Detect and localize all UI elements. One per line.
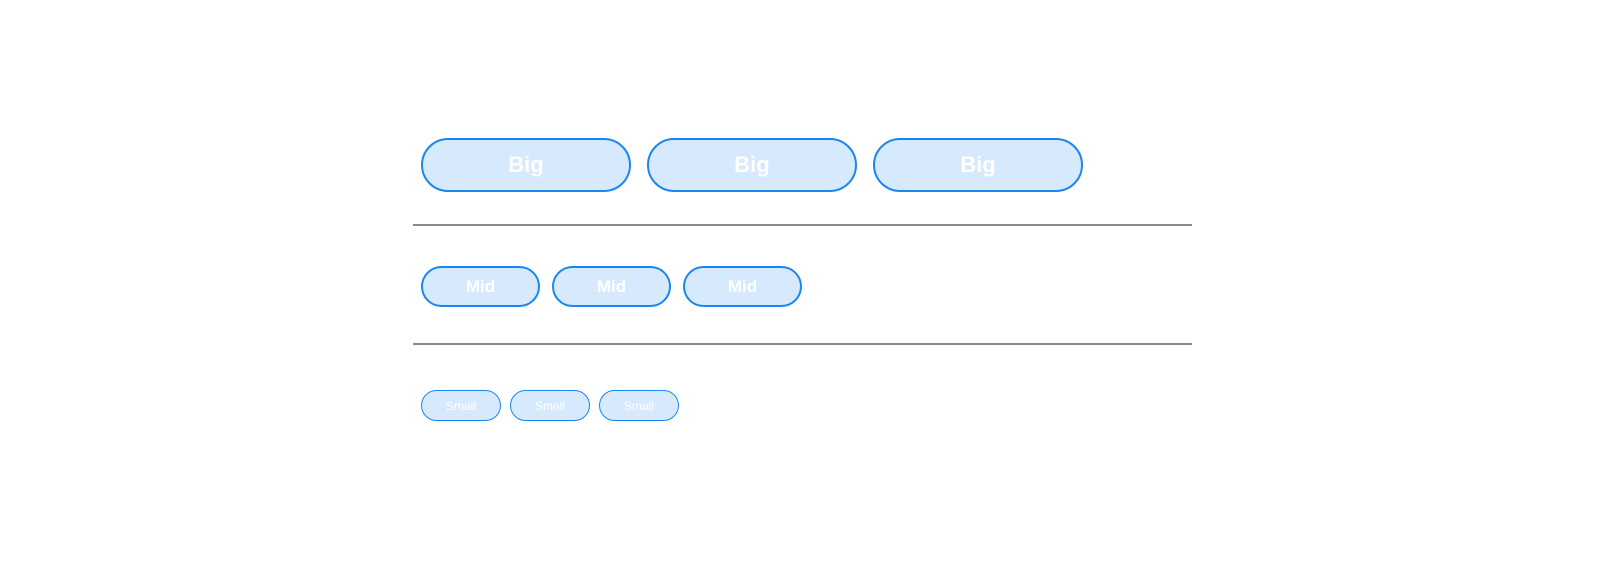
big-button-1[interactable]: Big bbox=[421, 138, 631, 192]
big-button-3[interactable]: Big bbox=[873, 138, 1083, 192]
divider-bottom bbox=[413, 343, 1192, 345]
small-button-row: Small Small Small bbox=[421, 390, 688, 421]
small-button-1[interactable]: Small bbox=[421, 390, 501, 421]
big-button-row: Big Big Big bbox=[421, 138, 1099, 192]
mid-button-2[interactable]: Mid bbox=[552, 266, 671, 307]
mid-button-row: Mid Mid Mid bbox=[421, 266, 814, 307]
small-button-2[interactable]: Small bbox=[510, 390, 590, 421]
divider-top bbox=[413, 224, 1192, 226]
mid-button-1[interactable]: Mid bbox=[421, 266, 540, 307]
small-button-3[interactable]: Small bbox=[599, 390, 679, 421]
mid-button-3[interactable]: Mid bbox=[683, 266, 802, 307]
big-button-2[interactable]: Big bbox=[647, 138, 857, 192]
